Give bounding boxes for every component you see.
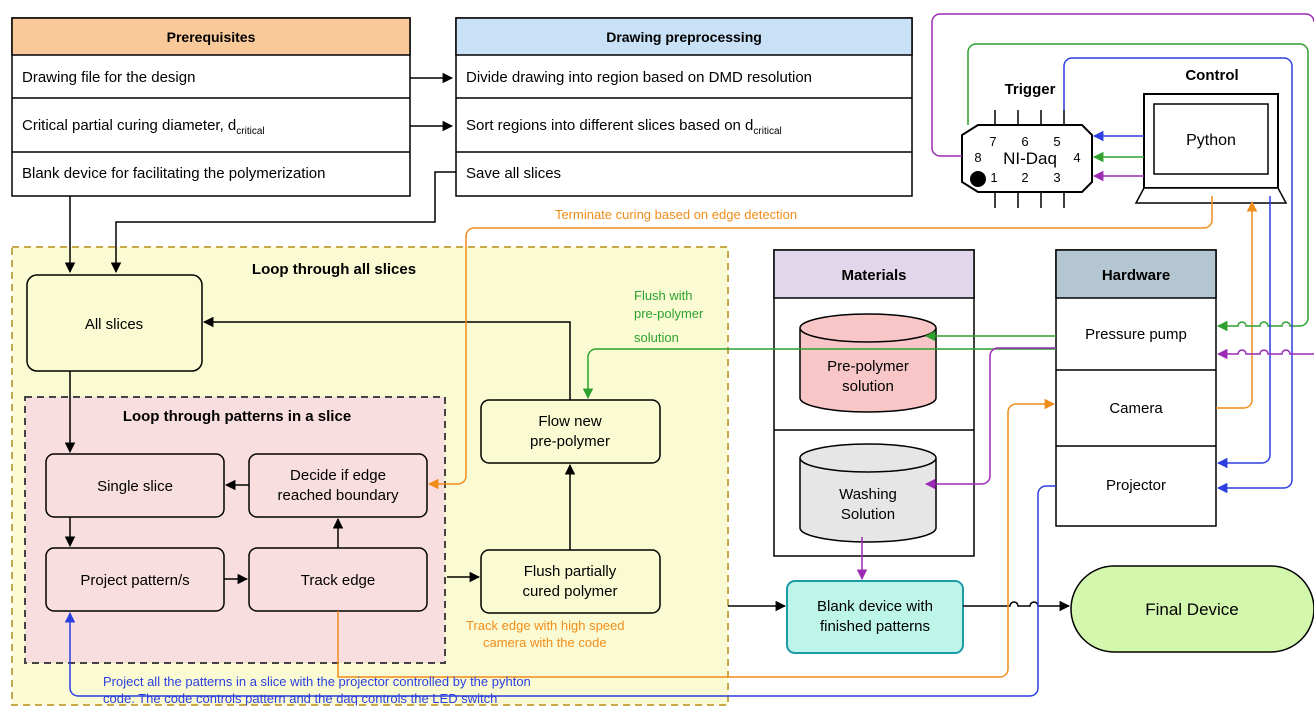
trigger-daq: Trigger NI-Daq 7 6 5 8 4 1 2 3 xyxy=(961,81,1093,208)
svg-text:Flush with: Flush with xyxy=(634,288,693,303)
hardware-camera: Camera xyxy=(1109,400,1163,417)
drawing-preprocessing-table: Drawing preprocessing Divide drawing int… xyxy=(455,17,913,197)
pre-polymer-label-1: Pre-polymer xyxy=(827,358,909,375)
svg-text:7: 7 xyxy=(989,134,996,149)
svg-text:Decide if edge: Decide if edge xyxy=(290,467,386,484)
drawing-row-1: Divide drawing into region based on DMD … xyxy=(466,69,812,86)
node-project-pattern: Project pattern/s xyxy=(45,547,225,612)
svg-text:Project pattern/s: Project pattern/s xyxy=(80,572,189,589)
node-all-slices: All slices xyxy=(26,274,203,372)
drawing-row-2-sub: critical xyxy=(753,126,781,137)
node-track-edge: Track edge xyxy=(248,547,428,612)
svg-text:3: 3 xyxy=(1053,170,1060,185)
green-signal-lines xyxy=(582,43,1309,400)
control-computer: Control Python xyxy=(1134,67,1288,204)
svg-text:code. The code controls patter: code. The code controls pattern and the … xyxy=(103,691,497,706)
svg-text:camera with the code: camera with the code xyxy=(483,635,607,650)
svg-text:solution: solution xyxy=(634,330,679,345)
svg-text:Final Device: Final Device xyxy=(1145,600,1239,619)
annotation-flush: Flush with pre-polymer solution xyxy=(634,288,704,345)
materials-header: Materials xyxy=(841,267,906,284)
loop-slices-title: Loop through all slices xyxy=(252,261,416,278)
loop-patterns-title: Loop through patterns in a slice xyxy=(123,408,351,425)
node-blank-device: Blank device with finished patterns xyxy=(786,580,964,654)
hardware-pump: Pressure pump xyxy=(1085,326,1187,343)
blue-signal-lines xyxy=(64,57,1293,697)
svg-text:cured polymer: cured polymer xyxy=(522,583,617,600)
node-single-slice: Single slice xyxy=(45,453,225,518)
svg-text:pre-polymer: pre-polymer xyxy=(634,306,704,321)
prerequisites-header: Prerequisites xyxy=(167,29,256,45)
annotation-track: Track edge with high speed camera with t… xyxy=(466,618,625,650)
process-arrows xyxy=(64,316,1071,612)
svg-text:2: 2 xyxy=(1021,170,1028,185)
python-label: Python xyxy=(1186,132,1236,149)
purple-signal-lines xyxy=(856,13,1314,581)
materials-table: Materials Pre-polymer solution Washing S… xyxy=(773,249,975,557)
svg-text:Critical partial curing diamet: Critical partial curing diameter, dcriti… xyxy=(22,117,265,137)
svg-text:Track edge: Track edge xyxy=(301,572,375,589)
control-title: Control xyxy=(1185,67,1238,84)
svg-text:5: 5 xyxy=(1053,134,1060,149)
svg-text:1: 1 xyxy=(990,170,997,185)
svg-text:Project all the patterns in a: Project all the patterns in a slice with… xyxy=(103,674,531,689)
trigger-title: Trigger xyxy=(1005,81,1056,98)
svg-text:All slices: All slices xyxy=(85,316,143,333)
svg-text:Single slice: Single slice xyxy=(97,478,173,495)
daq-led-dot xyxy=(970,171,986,187)
annotation-terminate: Terminate curing based on edge detection xyxy=(555,207,797,222)
orange-signal-lines xyxy=(337,196,1258,678)
drawing-header: Drawing preprocessing xyxy=(606,29,762,45)
prerequisites-table: Prerequisites Drawing file for the desig… xyxy=(11,17,411,197)
drawing-row-3: Save all slices xyxy=(466,165,561,182)
svg-text:Blank device with: Blank device with xyxy=(817,598,933,615)
prereq-row-2-sub: critical xyxy=(236,126,264,137)
svg-text:Sort regions into different sl: Sort regions into different slices based… xyxy=(466,117,782,137)
svg-text:reached boundary: reached boundary xyxy=(278,487,399,504)
svg-text:pre-polymer: pre-polymer xyxy=(530,433,610,450)
node-flush-polymer: Flush partially cured polymer xyxy=(480,549,661,614)
prereq-row-2: Critical partial curing diameter, d xyxy=(22,117,236,134)
node-flow-prepolymer: Flow new pre-polymer xyxy=(480,399,661,464)
prereq-row-3: Blank device for facilitating the polyme… xyxy=(22,165,326,182)
svg-text:Flow new: Flow new xyxy=(538,413,602,430)
svg-text:6: 6 xyxy=(1021,134,1028,149)
hardware-table: Hardware Pressure pump Camera Projector xyxy=(1055,249,1217,527)
washing-label-1: Washing xyxy=(839,486,897,503)
drawing-row-2: Sort regions into different slices based… xyxy=(466,117,753,134)
loop-patterns-container xyxy=(24,396,446,664)
prereq-row-1: Drawing file for the design xyxy=(22,69,195,86)
svg-text:4: 4 xyxy=(1073,150,1080,165)
hardware-projector: Projector xyxy=(1106,477,1166,494)
washing-label-2: Solution xyxy=(841,506,895,523)
pre-polymer-cylinder: Pre-polymer solution xyxy=(799,313,937,413)
pre-polymer-label-2: solution xyxy=(842,378,894,395)
svg-text:Flush partially: Flush partially xyxy=(524,563,617,580)
hardware-header: Hardware xyxy=(1102,267,1170,284)
svg-text:finished patterns: finished patterns xyxy=(820,618,930,635)
annotation-project: Project all the patterns in a slice with… xyxy=(103,674,531,706)
svg-text:Track edge with high speed: Track edge with high speed xyxy=(466,618,625,633)
svg-text:8: 8 xyxy=(974,150,981,165)
node-decide-edge: Decide if edge reached boundary xyxy=(248,453,428,518)
washing-solution-cylinder: Washing Solution xyxy=(799,443,937,543)
daq-label: NI-Daq xyxy=(1003,149,1057,168)
node-final-device: Final Device xyxy=(1070,565,1314,653)
